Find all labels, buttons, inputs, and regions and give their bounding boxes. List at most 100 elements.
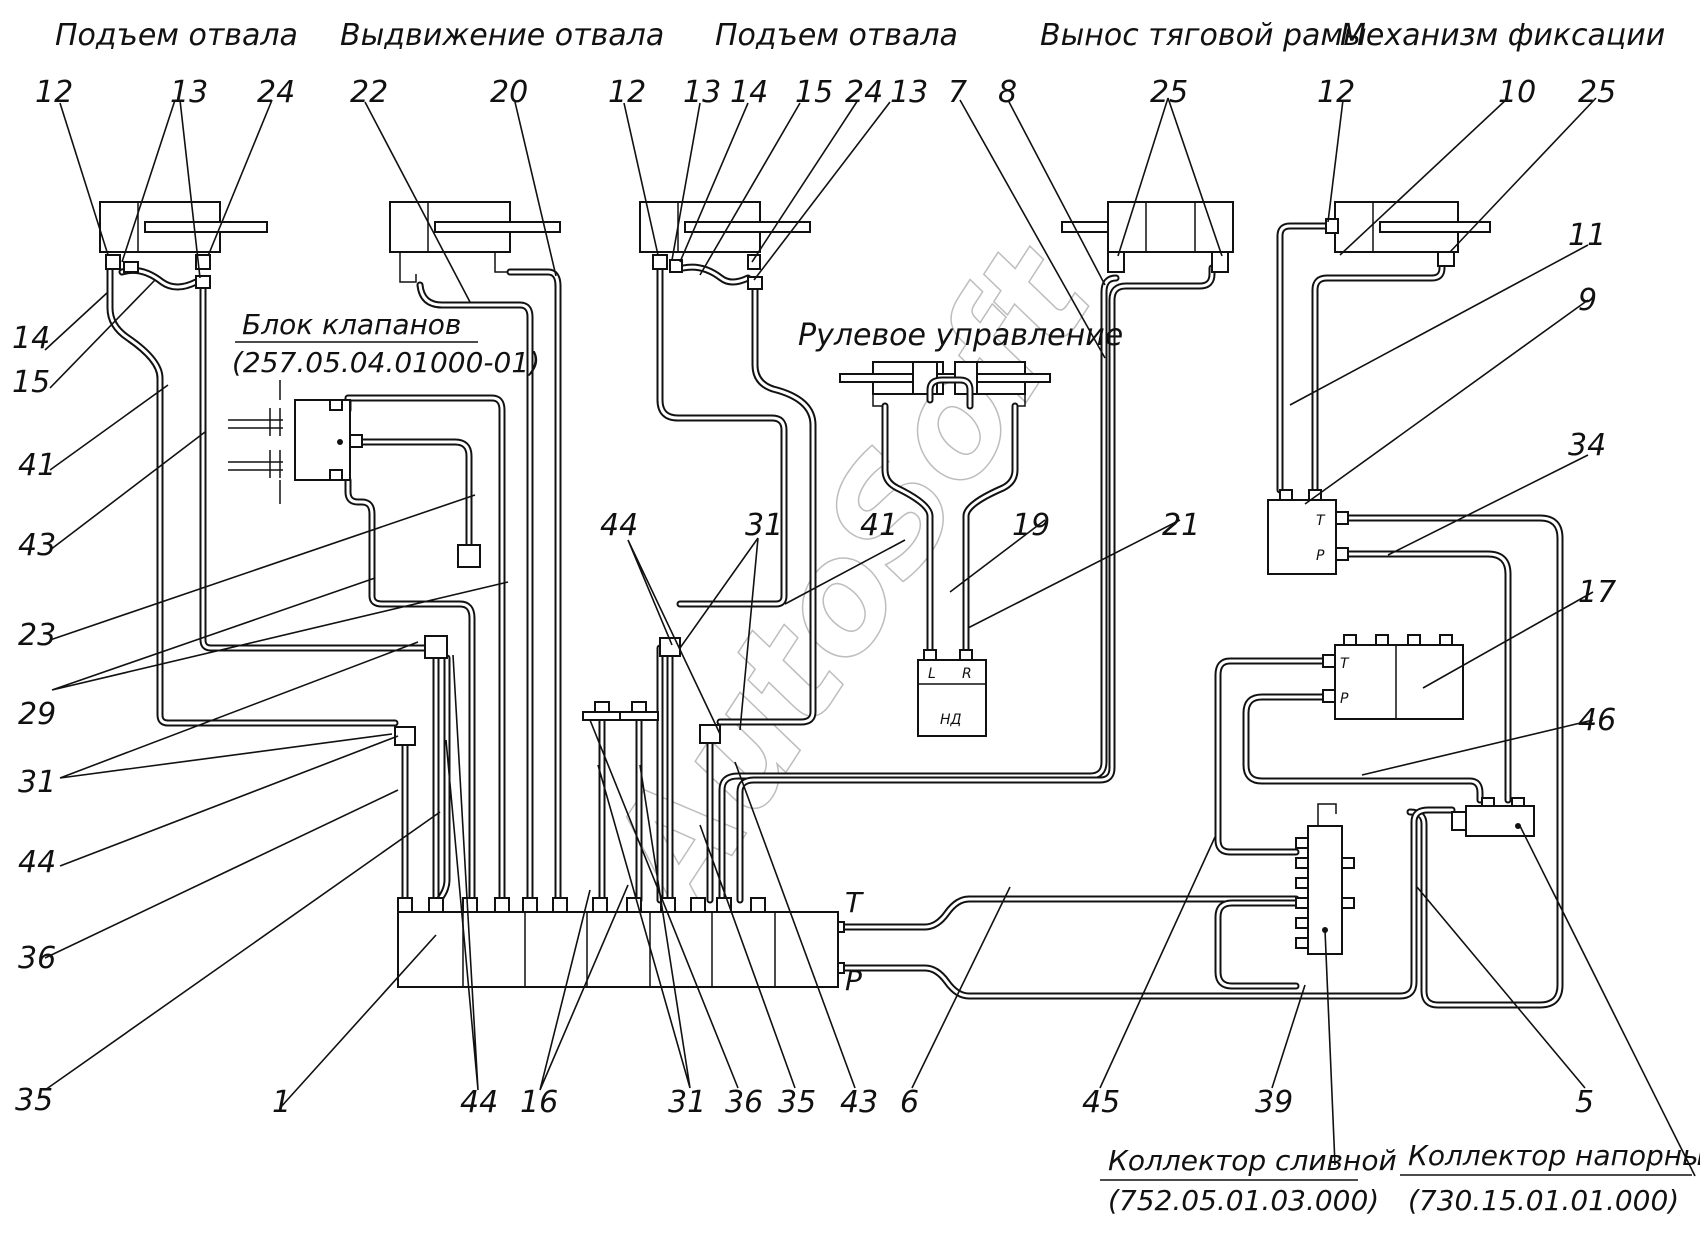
heading-draw-frame: Вынос тяговой рамы xyxy=(1040,18,1367,53)
pipe-34-core xyxy=(1346,516,1562,1007)
cylinder-blade-lift-2 xyxy=(639,201,811,253)
pressure-collector-title: Коллектор напорный xyxy=(1408,1139,1700,1172)
callout-12-a: 12 xyxy=(35,75,73,110)
callout-17: 17 xyxy=(1578,575,1616,610)
callout-36-b: 36 xyxy=(725,1085,763,1120)
callout-31-c: 31 xyxy=(668,1085,706,1120)
steering-pump-label: НД xyxy=(940,712,962,728)
section-port-4 xyxy=(494,897,510,913)
port-p-label: P xyxy=(845,964,862,997)
pipe-steer-1-core xyxy=(883,404,932,652)
pipe-29-core xyxy=(346,478,474,902)
callout-12-c: 12 xyxy=(1317,75,1355,110)
cylinder-blade-lift-1 xyxy=(99,201,268,253)
pipe-9-p-core xyxy=(1346,552,1510,802)
drain-collector-code: (752.05.01.03.000) xyxy=(1108,1184,1379,1217)
valve-block xyxy=(228,380,481,568)
callout-31-b: 31 xyxy=(745,508,783,543)
drain-collector-title: Коллектор сливной xyxy=(1108,1144,1397,1177)
callout-9: 9 xyxy=(1578,283,1597,318)
callout-22: 22 xyxy=(350,75,388,110)
callout-23: 23 xyxy=(18,618,56,653)
callout-13-a: 13 xyxy=(170,75,208,110)
cylinder-draw-frame xyxy=(1061,201,1234,253)
pipe-6-core xyxy=(842,897,1298,929)
callout-15-b: 15 xyxy=(795,75,833,110)
callout-21: 21 xyxy=(1162,508,1200,543)
valve-9: T P xyxy=(1267,489,1349,575)
heading-locking-mechanism: Механизм фиксации xyxy=(1340,18,1665,53)
callout-35-b: 35 xyxy=(778,1085,816,1120)
callout-24-b: 24 xyxy=(845,75,883,110)
callout-41-b: 41 xyxy=(860,508,898,543)
steering-pump: L R НД xyxy=(917,649,987,737)
callout-6: 6 xyxy=(900,1085,919,1120)
callout-8: 8 xyxy=(998,75,1017,110)
pipe-valve-tee-core xyxy=(360,440,471,547)
cylinder-locking-mechanism xyxy=(1334,201,1491,253)
pipe-45-core xyxy=(1216,659,1325,854)
valve-block-code: (257.05.04.01000-01) xyxy=(232,346,540,379)
steering-title: Рулевое управление xyxy=(798,318,1123,353)
callout-5: 5 xyxy=(1575,1085,1594,1120)
steering-port-l: L xyxy=(928,666,936,682)
section-port-3 xyxy=(462,897,478,913)
pressure-gauges xyxy=(582,701,659,721)
block-17-port-p: P xyxy=(1340,691,1349,707)
port-t-label: T xyxy=(845,886,864,919)
pipe-45 xyxy=(1214,657,1327,856)
callout-15-a: 15 xyxy=(12,365,50,400)
heading-blade-extension: Выдвижение отвала xyxy=(340,18,664,53)
heading-blade-lift-2: Подъем отвала xyxy=(715,18,958,53)
callout-44-c: 44 xyxy=(460,1085,498,1120)
section-port-6 xyxy=(552,897,568,913)
pipe-43-bottom-core xyxy=(720,276,1118,902)
callout-31-a: 31 xyxy=(18,765,56,800)
pipe-7-core xyxy=(738,266,1214,902)
pipe-5 xyxy=(840,806,1456,1000)
section-port-7 xyxy=(592,897,608,913)
section-port-12 xyxy=(750,897,766,913)
valve-9-port-t: T xyxy=(1316,513,1326,529)
callout-20: 20 xyxy=(490,75,528,110)
pipe-43-right-core xyxy=(718,287,815,724)
callout-12-b: 12 xyxy=(608,75,646,110)
callout-35-a: 35 xyxy=(15,1083,53,1118)
callout-25-b: 25 xyxy=(1578,75,1616,110)
callout-44-a: 44 xyxy=(18,845,56,880)
section-port-1 xyxy=(397,897,413,913)
heading-blade-lift-1: Подъем отвала xyxy=(55,18,298,53)
pipe-11 xyxy=(1276,222,1330,494)
callout-13-c: 13 xyxy=(890,75,928,110)
pipe-39-core xyxy=(1216,901,1298,988)
callout-36-a: 36 xyxy=(18,941,56,976)
drain-collector-body xyxy=(1295,803,1355,955)
elbow-fittings xyxy=(394,635,721,746)
hydraulic-lines xyxy=(106,222,1564,1009)
callout-29: 29 xyxy=(18,697,56,732)
callout-45: 45 xyxy=(1082,1085,1120,1120)
pipe-steer-mid-core xyxy=(928,378,972,408)
callout-7: 7 xyxy=(948,75,967,110)
section-port-10 xyxy=(690,897,706,913)
pressure-collector-code: (730.15.01.01.000) xyxy=(1408,1184,1679,1217)
callout-41-a: 41 xyxy=(18,448,56,483)
pipe-23-core xyxy=(346,396,504,902)
callout-14-b: 14 xyxy=(730,75,768,110)
leader-lines xyxy=(44,97,1696,1177)
callout-11: 11 xyxy=(1568,218,1606,253)
pipe-22-core xyxy=(418,283,532,902)
steering-port-r: R xyxy=(962,666,972,682)
pipe-5-core xyxy=(842,808,1454,998)
callout-24-a: 24 xyxy=(257,75,295,110)
callout-19: 19 xyxy=(1012,508,1050,543)
pipe-46-core xyxy=(1244,695,1482,802)
callout-1: 1 xyxy=(272,1085,291,1120)
pipe-10-core xyxy=(1313,258,1444,492)
callout-10: 10 xyxy=(1498,75,1536,110)
pipe-15-right-core xyxy=(681,265,750,284)
callout-43-b: 43 xyxy=(840,1085,878,1120)
pipe-43-left-core xyxy=(201,286,427,650)
valve-9-port-p: P xyxy=(1316,548,1325,564)
